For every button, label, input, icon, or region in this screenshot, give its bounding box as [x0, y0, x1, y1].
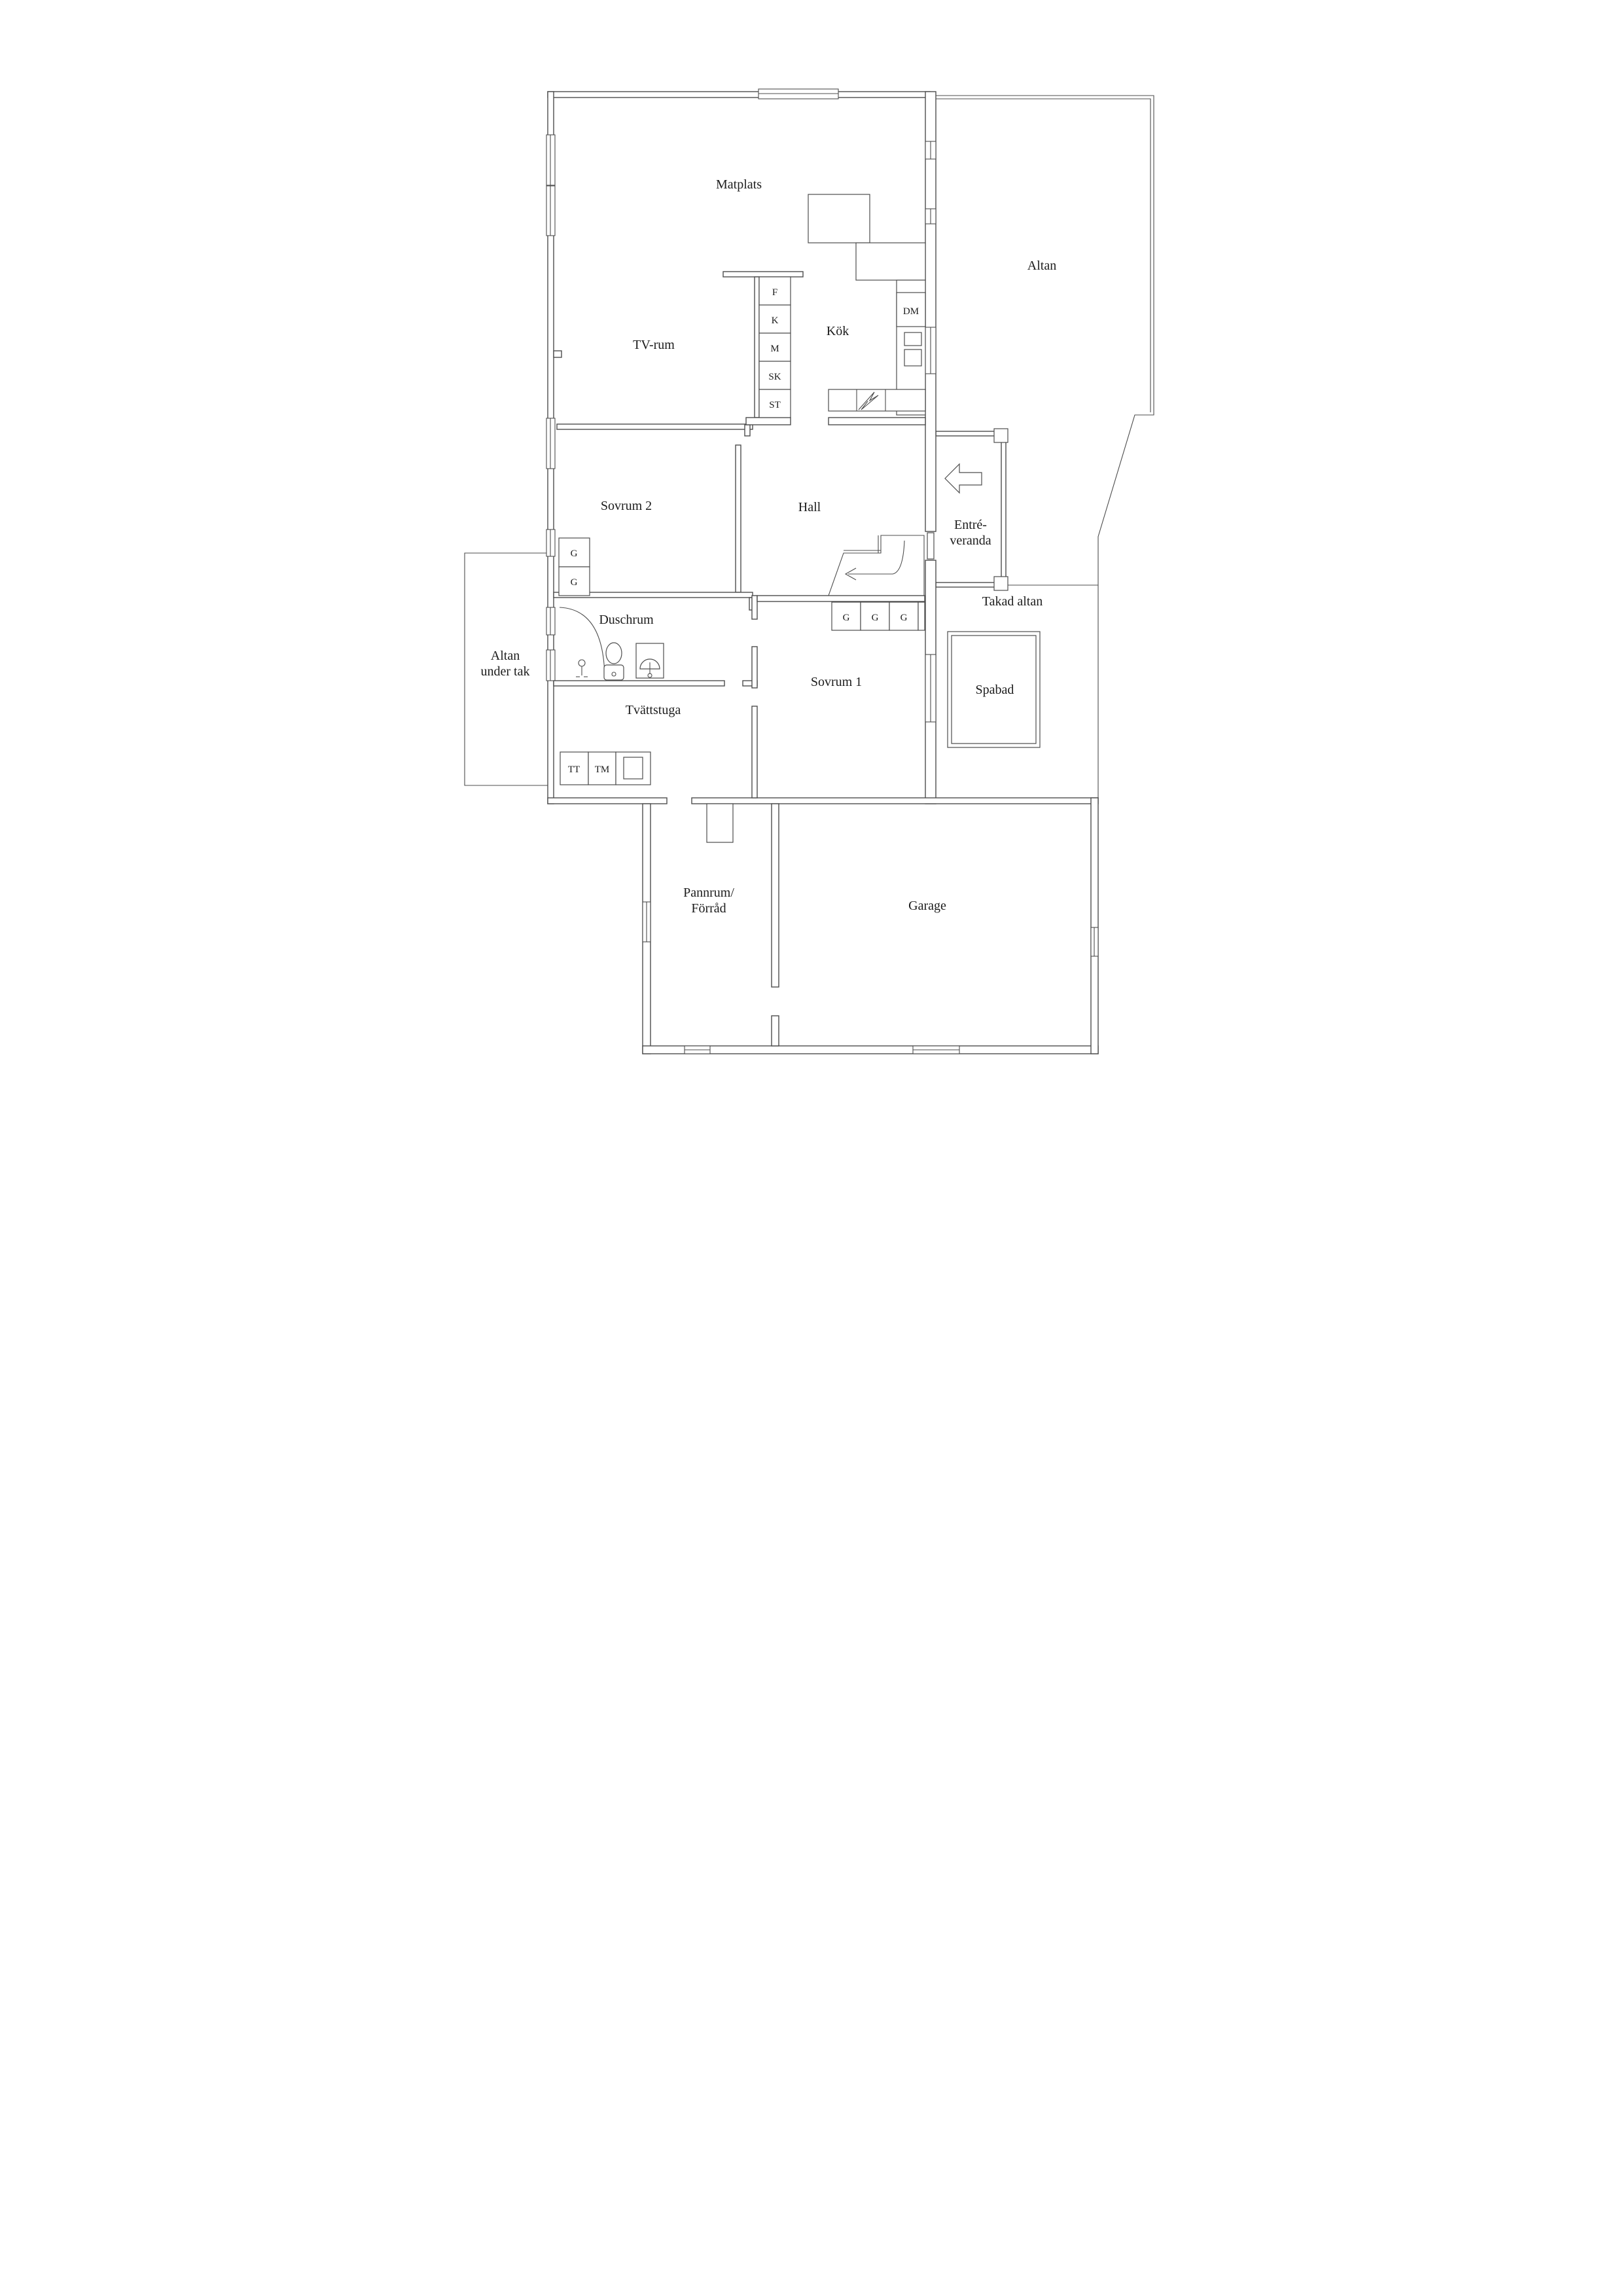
wardrobe-g4: G: [872, 613, 879, 623]
room-label-takad-altan: Takad altan: [982, 594, 1043, 609]
room-label-tvattstuga: Tvättstuga: [626, 703, 681, 717]
cabinet-sk: SK: [768, 372, 781, 382]
wardrobe-g5: G: [901, 613, 908, 623]
cabinet-k: K: [772, 315, 779, 326]
entrance-arrow-icon: [944, 463, 982, 494]
window-icon: [925, 141, 936, 160]
room-label-duschrum: Duschrum: [599, 613, 654, 627]
window-icon: [925, 327, 936, 374]
room-label-pannrum-line2: Förråd: [691, 901, 726, 916]
room-label-entre-line2: veranda: [950, 533, 991, 548]
room-label-matplats: Matplats: [716, 177, 762, 192]
room-label-tvrum: TV-rum: [633, 338, 675, 352]
altan-deck-outline: [930, 95, 1154, 586]
shower-head-icon: [576, 659, 588, 677]
window-icon: [1090, 927, 1099, 957]
room-label-sovrum1: Sovrum 1: [811, 675, 862, 689]
stove-icon: [858, 391, 879, 410]
bathroom-sink-icon: [635, 643, 664, 679]
room-label-kok: Kök: [827, 324, 849, 338]
laundry-appliances: TT TM: [560, 751, 651, 785]
interior-walls: [553, 417, 926, 798]
cabinet-st: ST: [769, 400, 781, 410]
window-icon: [546, 134, 556, 186]
garage-walls: [642, 797, 1099, 1054]
room-label-entre-line1: Entré-: [954, 518, 987, 532]
floor-plan-drawing: F K M SK ST DM G G G G: [464, 88, 1154, 1054]
stairs: [828, 535, 925, 596]
entre-veranda-railing: [935, 428, 1008, 591]
window-icon: [546, 418, 556, 469]
toilet-icon: [603, 642, 624, 681]
wardrobes-sovrum2: G G: [558, 537, 590, 596]
window-icon: [684, 1045, 711, 1054]
sink-icon: [904, 332, 922, 346]
spabad-tub: [947, 631, 1041, 748]
window-icon: [925, 654, 936, 723]
railing-post-icon: [993, 576, 1008, 591]
room-label-altan: Altan: [1027, 259, 1056, 273]
sink-icon: [904, 349, 922, 367]
altan-under-tak-outline: [464, 552, 549, 786]
shower-curtain-icon: [559, 607, 605, 679]
floor-plan-sheet: F K M SK ST DM G G G G: [406, 0, 1217, 1148]
wardrobe-g1: G: [571, 548, 578, 559]
laundry-tm: TM: [595, 764, 610, 775]
room-label-pannrum-line1: Pannrum/: [683, 886, 734, 900]
dishwasher-label: DM: [903, 306, 919, 317]
window-icon: [546, 607, 556, 636]
entrance-door-icon: [927, 532, 935, 560]
windows: [546, 88, 936, 723]
laundry-tt: TT: [568, 764, 580, 775]
room-label-spabad: Spabad: [976, 683, 1014, 697]
wardrobes-sovrum1: G G G: [831, 601, 925, 631]
room-label-sovrum2: Sovrum 2: [601, 499, 652, 513]
chimney: [706, 803, 734, 843]
stair-direction-arrow: [848, 540, 905, 575]
kitchen-counters: DM: [808, 194, 926, 416]
wall-stub: [553, 350, 562, 358]
cabinet-f: F: [772, 287, 777, 298]
duschrum-fixtures: [559, 607, 664, 681]
wardrobe-g3: G: [843, 613, 850, 623]
window-icon: [546, 185, 556, 236]
room-label-altan-under-tak-line1: Altan: [491, 649, 520, 663]
window-icon: [642, 901, 651, 942]
window-icon: [546, 529, 556, 557]
room-label-altan-under-tak-line2: under tak: [481, 664, 530, 679]
window-icon: [925, 208, 936, 224]
room-label-garage: Garage: [908, 899, 946, 913]
room-label-hall: Hall: [798, 500, 821, 514]
window-icon: [546, 649, 556, 681]
window-icon: [758, 88, 839, 99]
cabinet-column: F K M SK ST: [722, 271, 804, 425]
wardrobe-g2: G: [571, 577, 578, 588]
railing-post-icon: [993, 428, 1008, 443]
cabinet-m: M: [770, 344, 779, 354]
window-icon: [912, 1045, 960, 1054]
